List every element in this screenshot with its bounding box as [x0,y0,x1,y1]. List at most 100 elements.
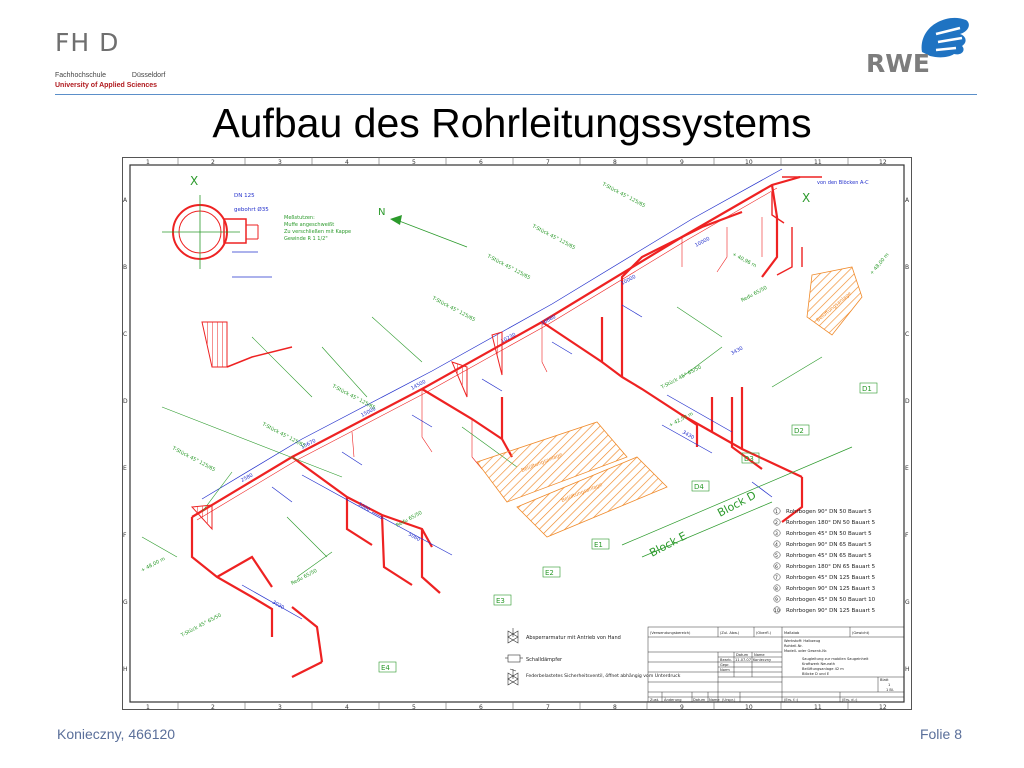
svg-text:11.07.07: 11.07.07 [735,658,751,662]
svg-text:Blöcke D und E: Blöcke D und E [802,672,830,676]
svg-text:Rohrbogen 90° DN 50 Bauart 5: Rohrbogen 90° DN 50 Bauart 5 [786,509,872,515]
svg-text:Rohrbogen 180° DN 50 Bauart 5: Rohrbogen 180° DN 50 Bauart 5 [786,520,876,526]
svg-text:(Zul. Abw.): (Zul. Abw.) [720,631,740,635]
col-label: 2 [211,159,215,166]
svg-text:6: 6 [775,564,778,570]
detail-x [162,195,272,278]
svg-text:Gepr.: Gepr. [720,663,730,667]
zone-label: E2 [545,569,554,577]
valve-icon [507,628,519,644]
svg-text:1: 1 [888,683,890,687]
svg-text:3430: 3430 [730,345,744,356]
part-item: 8 Rohrbogen 90° DN 125 Bauart 3 [773,584,876,592]
x-mark-label-2: X [802,191,810,205]
zone-label: D3 [744,455,754,463]
piping-drawing: 1 2 3 4 5 6 7 8 9 10 11 12 1 2 3 4 5 6 7… [122,157,912,710]
col-label: 10 [745,704,753,710]
part-item: 6 Rohrbogen 180° DN 65 Bauart 5 [773,562,876,570]
safety-valve-icon [507,668,519,686]
svg-text:Rohrbogen 45° DN 65 Bauart 5: Rohrbogen 45° DN 65 Bauart 5 [786,553,872,559]
svg-text:10: 10 [774,608,780,614]
svg-text:Rohrbogen 180° DN 65 Bauart 5: Rohrbogen 180° DN 65 Bauart 5 [786,564,876,570]
von-bloecken-label: von den Blöcken A-C [817,180,869,186]
svg-text:(Urspr.): (Urspr.) [722,698,736,702]
symbol-legend: Absperrarmatur mit Antrieb von Hand Scha… [505,628,681,686]
stutzen-line: Meßstutzen: [284,215,315,221]
legend-safety-valve: Federbelastetes Sicherheitsventil, öffne… [526,673,681,679]
fhd-logo: FH D [55,28,120,57]
col-label: 12 [879,159,887,166]
row-label: F [123,532,127,539]
block-lines [621,446,853,558]
zone-label: D4 [694,483,704,491]
north-arrow-icon [390,215,468,248]
zone-label: D1 [862,385,872,393]
row-label: E [123,465,127,472]
col-label: 8 [613,159,617,166]
leader-lines [141,306,823,578]
row-label: B [123,264,127,271]
svg-text:Kraftwerk Neurath: Kraftwerk Neurath [802,662,835,666]
svg-text:Modell- oder Gesenk-Nr.: Modell- oder Gesenk-Nr. [784,649,827,653]
row-label: D [123,398,128,405]
svg-text:3430: 3430 [681,430,695,442]
university-name-right: Düsseldorf [131,72,166,79]
part-item: 10 Rohrbogen 90° DN 125 Bauart 5 [773,606,876,614]
svg-text:Rohrbogen 90° DN 125 Bauart 5: Rohrbogen 90° DN 125 Bauart 5 [786,608,876,614]
rwe-logo: RWE [866,17,969,76]
col-label: 8 [613,704,617,710]
svg-text:Maßstab: Maßstab [784,631,800,635]
row-label: E [905,465,909,472]
svg-text:Norm: Norm [720,668,730,672]
svg-text:Name: Name [754,653,765,657]
north-label: N [378,207,385,218]
svg-text:2: 2 [775,520,778,526]
feed-pipe [771,176,822,276]
svg-text:Datum: Datum [693,698,706,702]
col-label: 11 [814,704,822,710]
col-label: 4 [345,704,349,710]
svg-text:Blatt: Blatt [880,678,889,682]
stutzen-line: Zu verschließen mit Kappe [284,229,351,235]
col-label: 7 [546,159,550,166]
col-label: 12 [879,704,887,710]
part-item: 9 Rohrbogen 45° DN 50 Bauart 10 [773,595,876,603]
column-scale [177,157,849,710]
row-label: G [123,599,128,606]
row-label: B [905,264,909,271]
svg-text:Name: Name [709,698,720,702]
rwe-logo-text: RWE [866,49,930,76]
dimension-lines [201,168,783,620]
col-label: 3 [278,159,282,166]
row-label: H [905,666,910,673]
legend-valve: Absperrarmatur mit Antrieb von Hand [526,635,621,641]
x-mark-label: X [190,174,198,188]
slide-title: Aufbau des Rohrleitungssystems [212,100,812,146]
stutzen-line: Muffe angeschweißt [284,222,334,228]
gebohrt-label: gebohrt Ø35 [234,206,269,213]
dn125-label: DN 125 [234,193,255,199]
col-label: 7 [546,704,550,710]
row-label: D [905,398,910,405]
svg-text:Rohteil-Nr.: Rohteil-Nr. [784,644,803,648]
zone-boxes: D1 D2 D3 D4 E1 E2 E3 E4 [378,382,878,673]
svg-text:Bearb.: Bearb. [720,658,732,662]
svg-text:Rohrbogen 90° DN 125 Bauart 3: Rohrbogen 90° DN 125 Bauart 3 [786,586,876,592]
silencer-icon [505,654,523,663]
row-label: C [905,331,909,338]
title-block-text: (Verwendungsbereich) (Zul. Abw.) (Oberfl… [650,631,894,702]
row-label: G [905,599,910,606]
column-labels: 1 2 3 4 5 6 7 8 9 10 11 12 1 2 3 4 5 6 7… [146,159,887,710]
svg-text:7: 7 [775,575,778,581]
col-label: 10 [745,159,753,166]
svg-text:8: 8 [775,586,778,592]
svg-text:Saugleitung zur mobilen Saugei: Saugleitung zur mobilen Saugeinheit [802,657,869,661]
zone-label: D2 [794,427,804,435]
legend-silencer: Schalldämpfer [526,657,563,663]
col-label: 5 [412,704,416,710]
row-label: A [123,197,128,204]
row-labels: A B C D E F G H A B C D E F G H [123,197,910,673]
part-item: 7 Rohrbogen 45° DN 125 Bauart 5 [773,573,876,581]
red-sections [190,321,503,531]
col-label: 4 [345,159,349,166]
